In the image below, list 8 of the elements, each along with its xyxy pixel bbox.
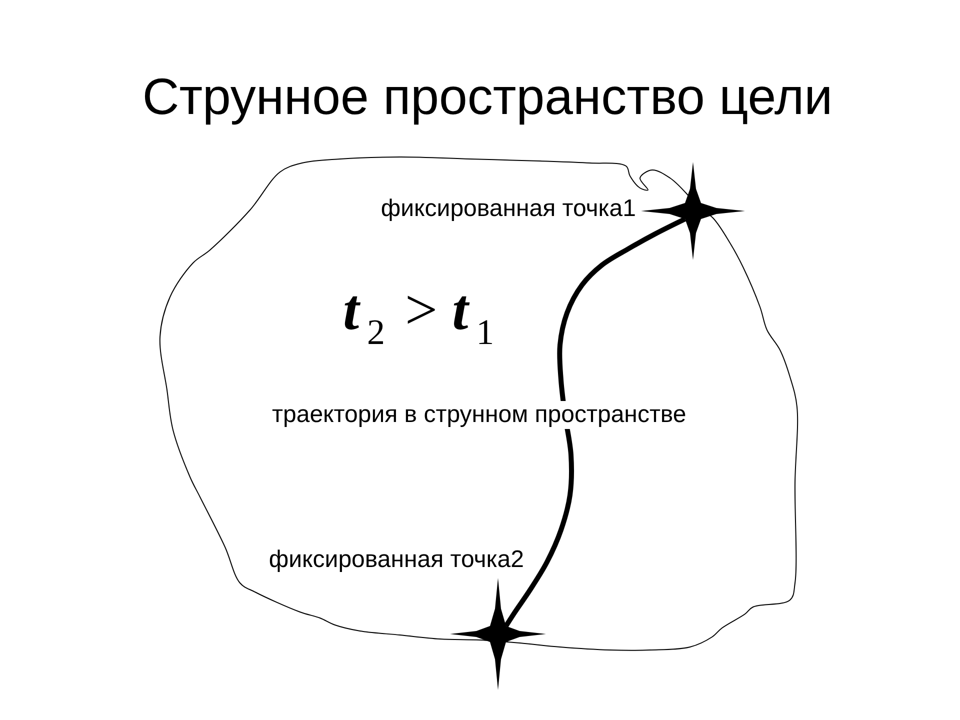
edge-label: траектория в струнном пространстве	[270, 401, 688, 429]
four-point-star	[450, 578, 546, 690]
point-label: фиксированная точка1	[380, 195, 636, 223]
four-point-star	[641, 162, 745, 260]
curved-line	[504, 216, 686, 628]
inequality-formula: t$_{2}$ > t$_{1}$	[343, 278, 496, 354]
point-label: фиксированная точка2	[268, 546, 524, 574]
slide-title: Струнное пространство цели	[141, 68, 834, 126]
